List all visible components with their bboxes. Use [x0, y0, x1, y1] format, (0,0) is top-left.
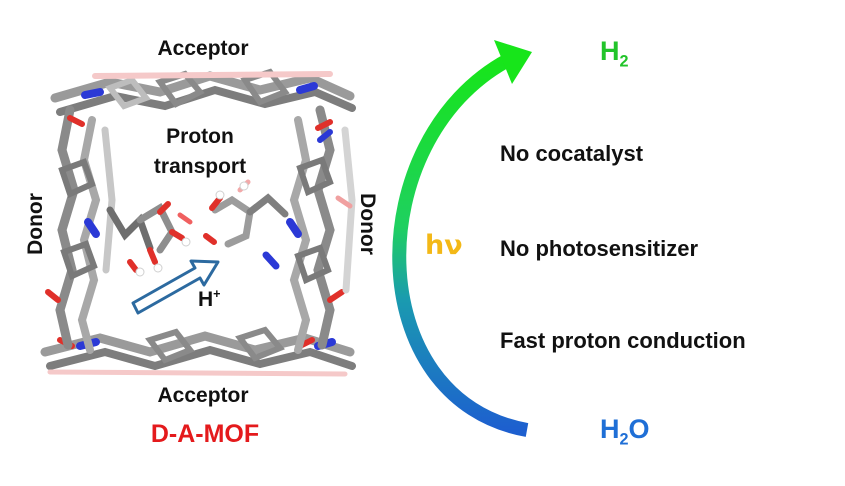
right-donor-linker — [286, 105, 356, 354]
proton-charge: + — [213, 287, 221, 301]
hydrogen-product-label: H2 — [600, 36, 629, 71]
feature-no-cocatalyst: No cocatalyst — [500, 141, 644, 166]
product-subscript: 2 — [619, 52, 629, 71]
proton-transport-label: Proton transport — [135, 122, 265, 182]
left-donor-label: Donor — [24, 193, 47, 255]
right-donor-label: Donor — [356, 193, 379, 255]
top-acceptor-label: Acceptor — [157, 37, 249, 60]
light-label: hν — [425, 230, 463, 261]
proton-label: H+ — [198, 287, 221, 312]
left-donor-linker — [45, 105, 116, 354]
proton-symbol: H — [198, 288, 214, 311]
proton-carrier-groups — [106, 179, 289, 273]
bottom-acceptor-label: Acceptor — [157, 384, 249, 407]
reactant-subscript: 2 — [619, 430, 629, 449]
hydrogen-atoms — [135, 181, 249, 277]
top-acceptor-linker — [50, 68, 356, 116]
proton-transport-line1: Proton — [166, 125, 234, 148]
proton-transport-arrow — [131, 259, 220, 315]
product-symbol: H — [600, 36, 620, 66]
feature-no-photosensitizer: No photosensitizer — [500, 236, 699, 261]
reactant-oxygen: O — [628, 414, 650, 444]
reactant-symbol: H — [600, 414, 620, 444]
framework-name: D-A-MOF — [150, 420, 260, 448]
proton-transport-line2: transport — [153, 155, 247, 178]
water-reactant-label: H2O — [600, 414, 650, 449]
reaction-arc-arrow — [392, 40, 532, 437]
feature-fast-proton-conduction: Fast proton conduction — [500, 328, 746, 353]
